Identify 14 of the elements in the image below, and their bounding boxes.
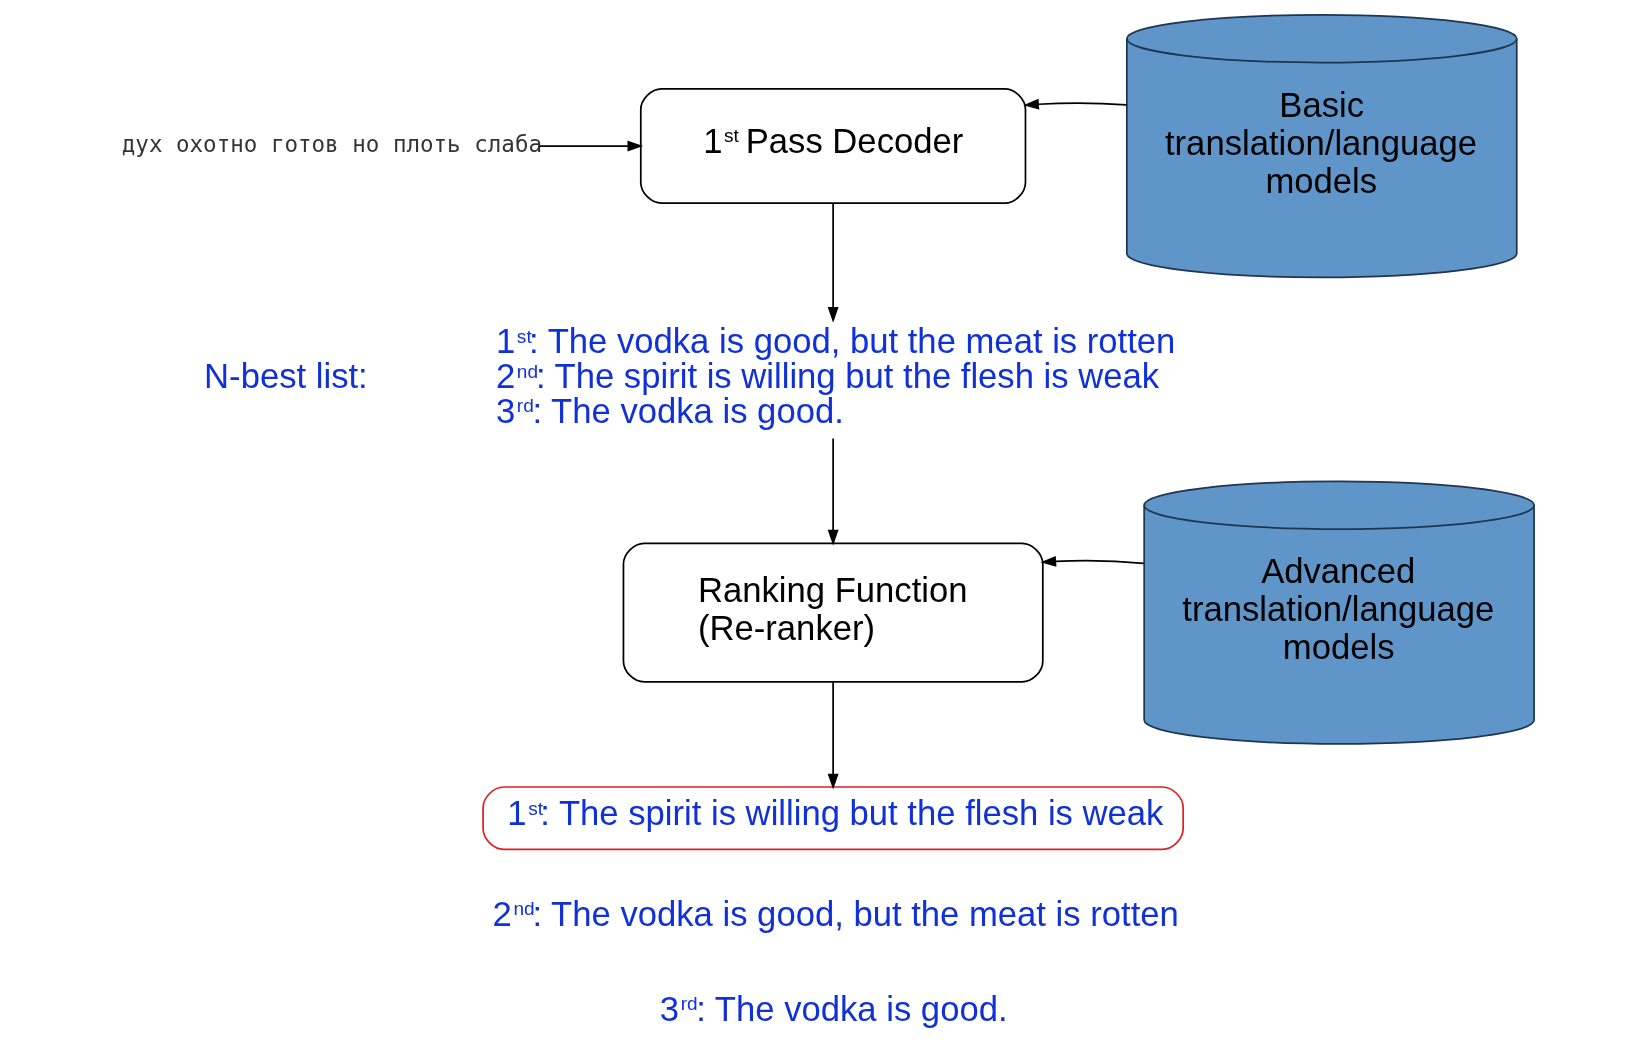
arrow bbox=[827, 202, 839, 323]
node-box: 1$^{st}$ Pass Decoder bbox=[639, 88, 1026, 205]
arrow bbox=[1022, 98, 1127, 110]
node-text: 1$^{st}$: The vodka is good, but the meat is rotten 2$^{nd}$: The spirit is willing but the flesh is weak 3$^{rd}$: The vodka is good. bbox=[495, 322, 1175, 430]
label: 3$^{rd}$: The vodka is good. bbox=[659, 989, 1008, 1028]
label: 2$^{nd}$: The vodka is good, but the meat is rotten bbox=[492, 894, 1179, 933]
arrow bbox=[1040, 555, 1145, 567]
arrow bbox=[538, 140, 643, 152]
node-box: 1$^{st}$: The spirit is willing but the flesh is weak bbox=[481, 786, 1184, 851]
node-label: N-best list: bbox=[203, 357, 368, 396]
arrow bbox=[827, 437, 839, 546]
node-text: дух охотно готов но плоть слаба bbox=[121, 130, 542, 157]
arrow bbox=[827, 681, 839, 790]
node-box: Ranking Function (Re-ranker) bbox=[622, 542, 1044, 683]
